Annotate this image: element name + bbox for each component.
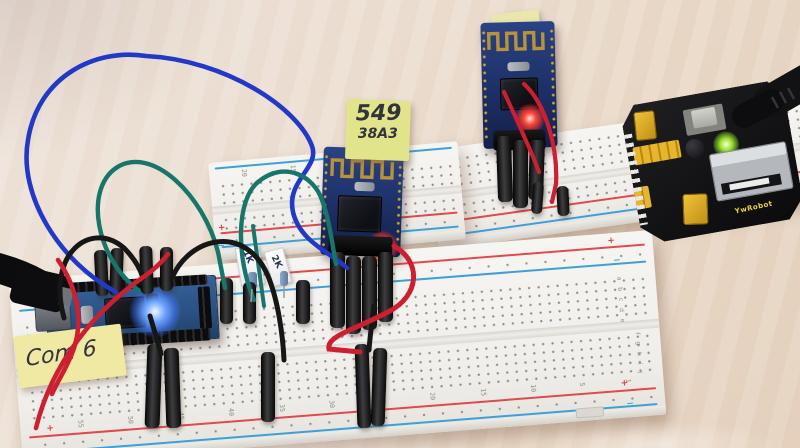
board-number: 55 bbox=[76, 419, 85, 429]
jumper-connector-pin bbox=[378, 252, 393, 322]
board-number: 10 bbox=[528, 384, 538, 393]
board-number: 35 bbox=[277, 403, 287, 413]
board-number: 50 bbox=[126, 415, 136, 425]
jumper-connector-pin bbox=[370, 347, 388, 427]
jumper-connector-pin bbox=[220, 278, 233, 324]
rail-plus-mark: + bbox=[46, 423, 55, 435]
board-number: 20 bbox=[428, 391, 437, 401]
jumper-connector-pin bbox=[362, 256, 377, 330]
resistor-body bbox=[280, 271, 288, 286]
jumper-connector-pin bbox=[296, 280, 310, 324]
jumper-connector-pin bbox=[109, 247, 124, 297]
sticky-note-line1: 549 bbox=[355, 100, 402, 127]
bluetooth-module-middle bbox=[320, 146, 404, 264]
antenna-trace bbox=[486, 30, 545, 52]
jumper-connector-pin bbox=[243, 282, 256, 324]
jumper-connector-pin bbox=[160, 247, 173, 291]
board-number: 20 bbox=[239, 168, 249, 178]
jumper-connector-pin bbox=[346, 256, 361, 334]
jumper-connector-pin bbox=[330, 252, 345, 328]
jumper-connector-pin bbox=[556, 185, 570, 217]
mini-usb-connector bbox=[34, 300, 72, 332]
rail-plus-mark: + bbox=[217, 222, 226, 234]
rail-plus-mark: + bbox=[607, 235, 616, 247]
rail-minus-mark: − bbox=[612, 255, 621, 267]
jumper-connector-pin bbox=[530, 181, 545, 215]
bluetooth-chip bbox=[336, 195, 383, 233]
board-number: 15 bbox=[288, 164, 297, 173]
jumper-connector-pin bbox=[513, 140, 528, 208]
yellow-header-pins bbox=[632, 140, 681, 166]
board-number: 5 bbox=[577, 382, 586, 387]
crystal-oscillator bbox=[507, 61, 530, 72]
sticky-note-line2: 38A3 bbox=[357, 126, 398, 143]
jumper-connector-pin bbox=[139, 245, 154, 295]
bluetooth-module-far bbox=[480, 21, 558, 151]
crystal-oscillator bbox=[354, 181, 375, 192]
desk-shade bbox=[0, 0, 240, 160]
jumper-connector-pin bbox=[261, 352, 275, 422]
jumper-connector-pin bbox=[93, 249, 110, 297]
sticky-note-module-id: 549 38A3 bbox=[344, 98, 412, 162]
jumper-cap bbox=[633, 110, 657, 141]
crystal-oscillator bbox=[80, 305, 94, 325]
board-number: 30 bbox=[327, 399, 337, 409]
rail-plus-mark: + bbox=[620, 378, 629, 389]
icsp-header bbox=[197, 286, 213, 329]
resistor-1k-label: 1K bbox=[240, 249, 255, 266]
jumper-cap bbox=[682, 193, 708, 225]
com-port-text: Com 6 bbox=[25, 335, 97, 373]
jumper-connector-pin bbox=[495, 135, 514, 203]
board-number: 40 bbox=[227, 407, 236, 417]
jumper-connector-pin bbox=[354, 343, 372, 429]
capacitor bbox=[684, 137, 706, 159]
power-supply-module: YwRobot bbox=[619, 79, 800, 246]
jumper-connector-pin bbox=[144, 343, 163, 429]
jumper-connector-pin bbox=[163, 347, 182, 429]
board-number: 15 bbox=[478, 388, 488, 397]
power-module-brand-text: YwRobot bbox=[734, 199, 774, 216]
